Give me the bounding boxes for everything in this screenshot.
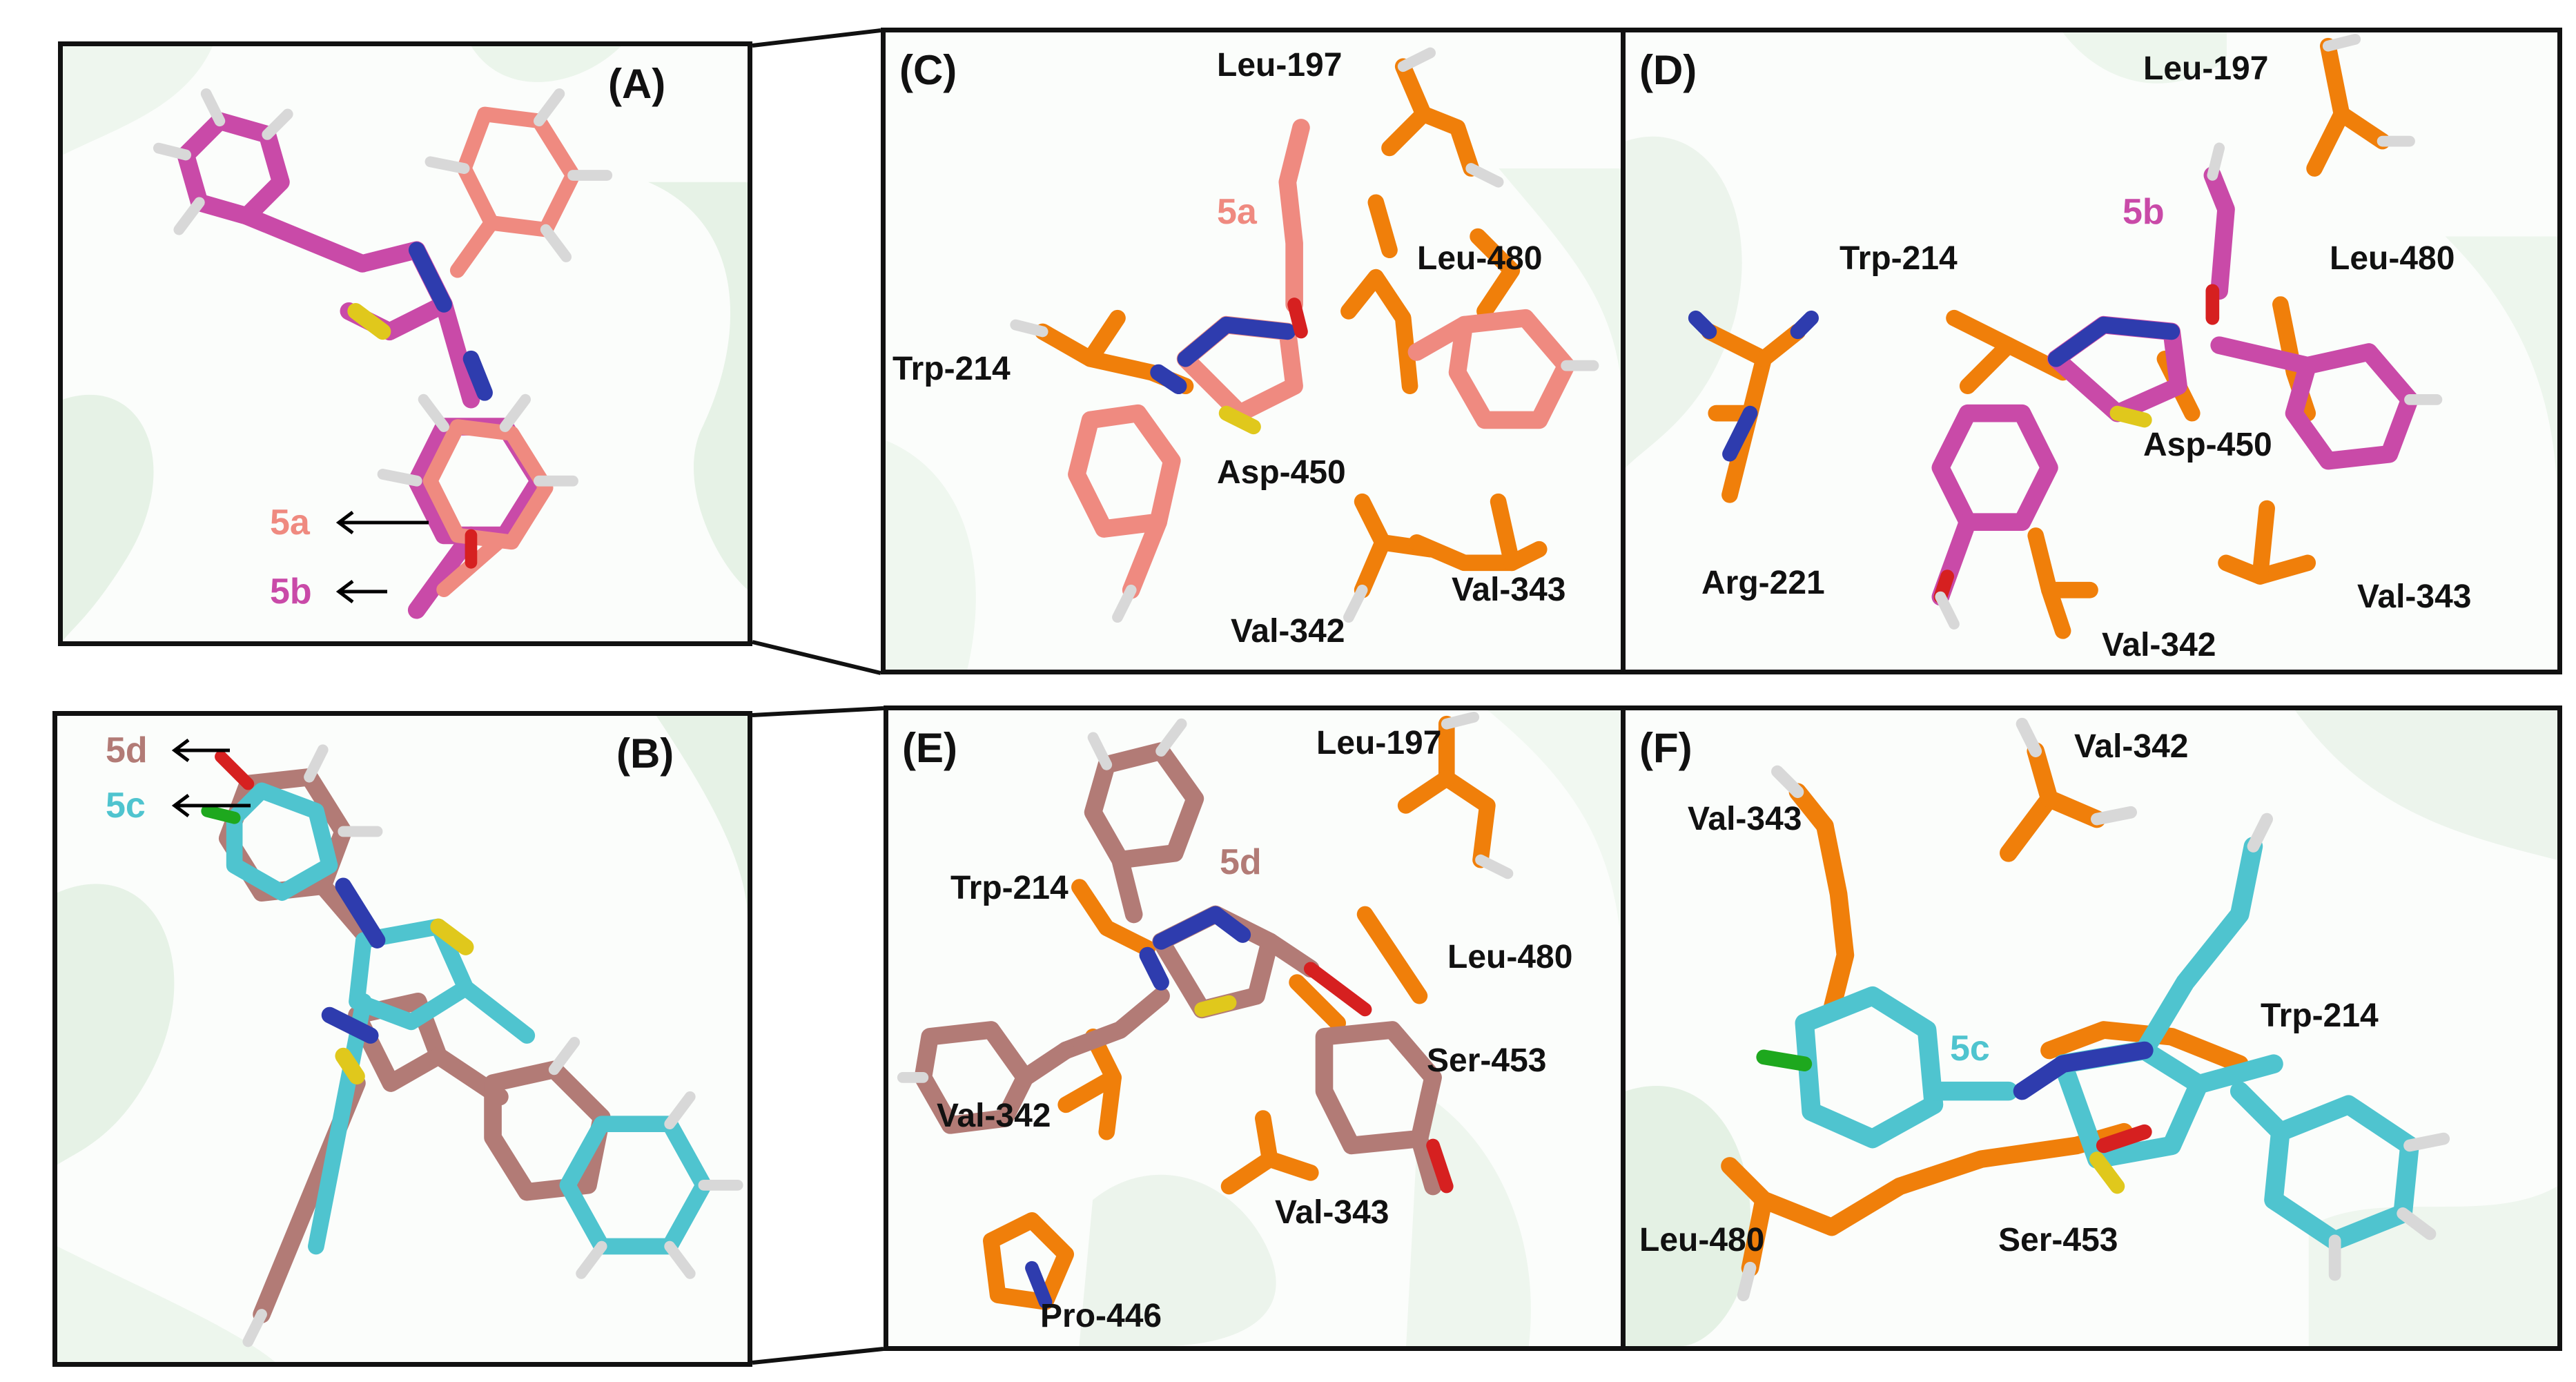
panel-c-label: (C) [899, 47, 957, 93]
residue-val-343: Val-343 [1275, 1194, 1389, 1231]
residue-val-343: Val-343 [2357, 578, 2472, 615]
compound-5d-label: 5d [1220, 842, 1262, 882]
compound-5d-label: 5d [106, 730, 148, 770]
panel-f: (F) 5c Val-342 Val-343 Trp-214 Leu-480 S… [1621, 705, 2562, 1351]
protein-cartoon-background [1626, 32, 2557, 509]
residue-trp-214: Trp-214 [2261, 997, 2379, 1034]
ligand-overlay-5c-5d [201, 744, 743, 1347]
residue-val-342: Val-342 [937, 1098, 1051, 1134]
residue-asp-450: Asp-450 [2143, 427, 2272, 463]
panel-a-label: (A) [608, 61, 666, 107]
panel-c: (C) 5a Leu-197 Leu-480 Trp-214 Asp-450 V… [881, 28, 1628, 674]
docked-pose-5d [897, 711, 1514, 1310]
protein-cartoon-background [886, 168, 1623, 670]
residue-val-342: Val-342 [2074, 728, 2189, 765]
residue-trp-214: Trp-214 [950, 870, 1069, 906]
panel-e: (E) 5d Leu-197 Trp-214 Leu-480 Ser-453 V… [884, 705, 1628, 1351]
docked-pose-5b [1688, 33, 2443, 639]
compound-5a-label: 5a [270, 503, 310, 543]
residue-pro-446: Pro-446 [1040, 1298, 1162, 1334]
residue-leu-197: Leu-197 [1217, 47, 1343, 84]
residue-ser-453: Ser-453 [1427, 1042, 1547, 1079]
residue-asp-450: Asp-450 [1217, 454, 1346, 491]
arrow-5a-icon [335, 511, 429, 534]
panel-d-label: (D) [1639, 47, 1697, 93]
compound-5b-label: 5b [2123, 192, 2165, 232]
arrow-5c-icon [171, 794, 251, 817]
residue-val-343: Val-343 [1688, 801, 1802, 837]
protein-cartoon-background [57, 716, 748, 1362]
residue-val-342: Val-342 [1231, 613, 1345, 650]
arrow-5d-icon [171, 739, 230, 762]
panel-b: (B) 5d 5c [52, 711, 752, 1367]
residue-leu-480: Leu-480 [1447, 939, 1573, 975]
docked-pose-5c [1721, 717, 2450, 1301]
residue-val-343: Val-343 [1452, 572, 1566, 608]
compound-5a-label: 5a [1217, 192, 1257, 232]
panel-e-label: (E) [902, 725, 957, 771]
docked-pose-5a [1010, 47, 1599, 623]
compound-5c-label: 5c [106, 786, 146, 826]
arrow-5b-icon [335, 580, 387, 603]
residue-ser-453: Ser-453 [1998, 1222, 2118, 1258]
residue-leu-197: Leu-197 [2143, 50, 2269, 87]
residue-trp-214: Trp-214 [1840, 240, 1958, 277]
residue-arg-221: Arg-221 [1701, 565, 1825, 601]
residue-leu-197: Leu-197 [1316, 725, 1442, 761]
protein-cartoon-background [63, 46, 748, 641]
residue-val-342: Val-342 [2102, 627, 2216, 663]
ligand-overlay-5a-5b [153, 88, 613, 619]
residue-trp-214: Trp-214 [892, 351, 1011, 387]
panel-f-label: (F) [1639, 725, 1692, 771]
residue-leu-480: Leu-480 [1417, 240, 1543, 277]
residue-leu-480: Leu-480 [1639, 1222, 1765, 1258]
panel-b-label: (B) [616, 730, 674, 777]
panel-d: (D) 5b Leu-197 Trp-214 Leu-480 Asp-450 A… [1621, 28, 2562, 674]
compound-5b-label: 5b [270, 572, 312, 612]
panel-a: (A) 5a 5b [58, 41, 752, 646]
residue-leu-480: Leu-480 [2330, 240, 2455, 277]
compound-5c-label: 5c [1950, 1029, 1990, 1069]
